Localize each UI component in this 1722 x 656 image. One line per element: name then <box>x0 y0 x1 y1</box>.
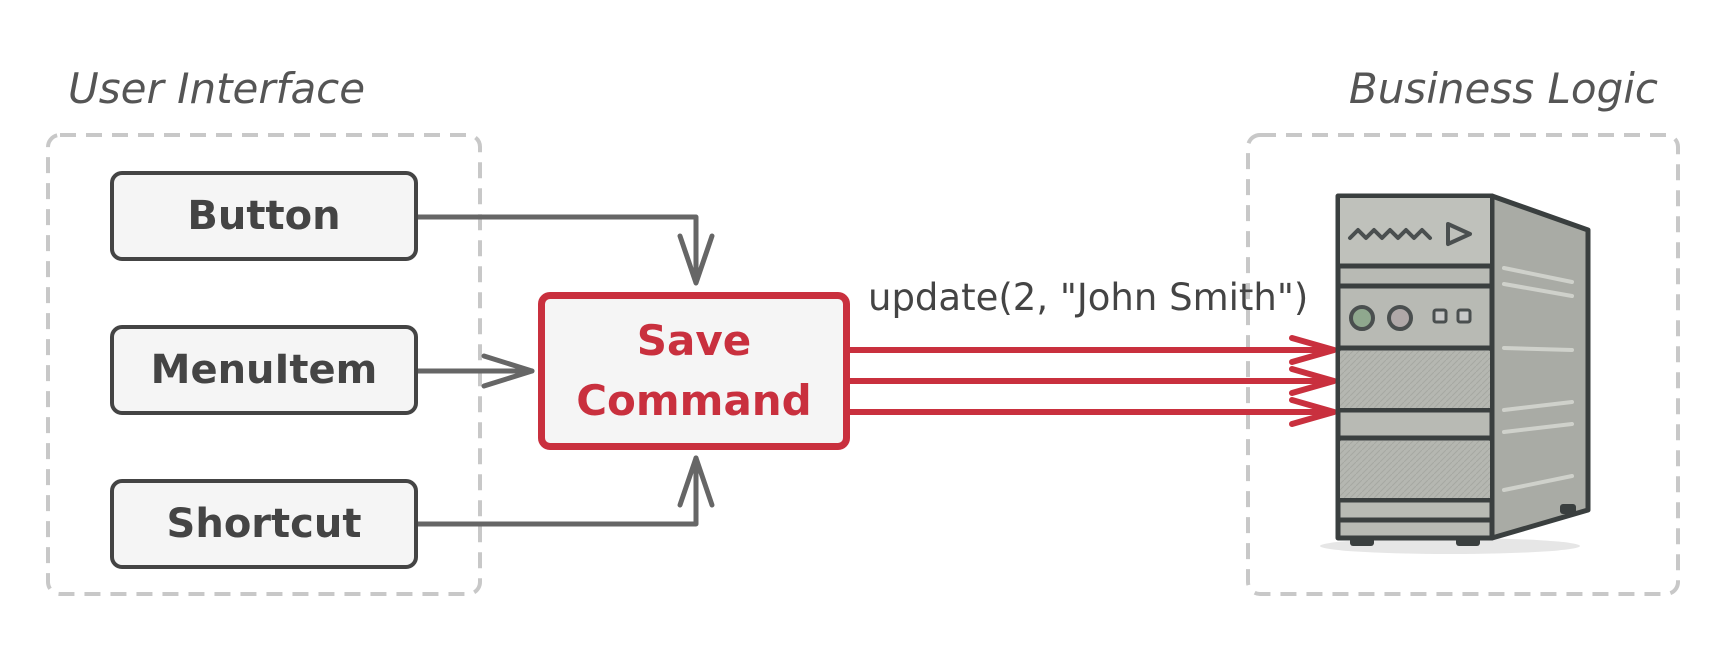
menuitem-element: MenuItem <box>110 325 418 415</box>
button-connector <box>415 214 715 286</box>
arrow-icon <box>1289 335 1337 365</box>
arrow-icon <box>677 233 715 286</box>
arrow-icon <box>677 455 715 508</box>
command-calls <box>847 335 1337 427</box>
save-command-box: Save Command <box>538 292 850 450</box>
user-interface-label: User Interface <box>68 64 366 113</box>
business-logic-frame <box>1246 133 1680 596</box>
button-element: Button <box>110 171 418 261</box>
arrow-icon <box>1289 366 1337 396</box>
arrow-icon <box>1289 397 1337 427</box>
shortcut-connector <box>415 455 715 527</box>
command-line-2: Command <box>576 376 812 425</box>
shortcut-element: Shortcut <box>110 479 418 569</box>
arrow-icon <box>481 353 535 389</box>
command-line-1: Save <box>636 316 752 365</box>
menuitem-connector <box>415 353 535 389</box>
method-call-label: update(2, "John Smith") <box>868 276 1309 319</box>
server-icon <box>1320 193 1591 554</box>
business-logic-label: Business Logic <box>1348 64 1658 113</box>
